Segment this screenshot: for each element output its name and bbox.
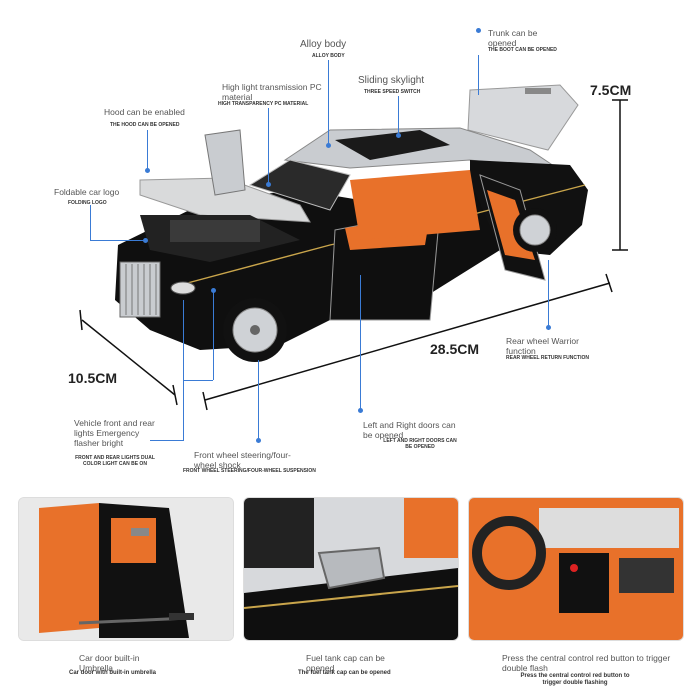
callout-hline-lights bbox=[150, 440, 184, 441]
grille bbox=[119, 261, 161, 318]
fuel-cap-detail-image bbox=[244, 498, 458, 640]
callout-dot-logo bbox=[143, 238, 148, 243]
callout-line-rearwheel bbox=[548, 260, 549, 330]
panel-flash-sub: Press the central control red button to … bbox=[520, 673, 630, 686]
callout-dot-alloy bbox=[326, 143, 331, 148]
doors-sub: LEFT AND RIGHT DOORS CAN BE OPENED bbox=[383, 438, 457, 450]
trunk-sub: THE BOOT CAN BE OPENED bbox=[488, 47, 557, 53]
rear-wheel-sub: REAR WHEEL RETURN FUNCTION bbox=[506, 355, 589, 361]
width-dimension: 10.5CM bbox=[68, 370, 118, 386]
panel-fuel-caption: Fuel tank cap can be opened bbox=[306, 653, 385, 673]
panel-fuel-cap bbox=[243, 497, 459, 641]
trunk-label: Trunk can be opened bbox=[488, 28, 538, 48]
callout-dot-hood bbox=[145, 168, 150, 173]
panel-double-flash bbox=[468, 497, 684, 641]
callout-dot-frontwheel bbox=[256, 438, 261, 443]
trunk-lid bbox=[467, 84, 579, 151]
hood-sub: THE HOOD CAN BE OPENED bbox=[110, 122, 180, 128]
callout-dot-skylight bbox=[396, 133, 401, 138]
height-dimension: 7.5CM bbox=[590, 82, 632, 98]
callout-hline-lights2 bbox=[183, 380, 213, 381]
callout-line-frontwheel bbox=[258, 360, 259, 440]
transmission-label: High light transmission PC material bbox=[222, 82, 322, 102]
callout-line-transmission bbox=[268, 108, 269, 183]
panel-fuel-sub: The fuel tank cap can be opened bbox=[298, 670, 391, 676]
rear-wheel-label: Rear wheel Warrior function bbox=[506, 336, 579, 356]
callout-dot-doors bbox=[358, 408, 363, 413]
callout-line-skylight bbox=[398, 96, 399, 134]
hood-label: Hood can be enabled bbox=[104, 107, 185, 117]
callout-dot-transmission bbox=[266, 182, 271, 187]
callout-line-trunk bbox=[478, 55, 479, 95]
lights-label: Vehicle front and rear lights Emergency … bbox=[74, 418, 155, 448]
skylight-sub: THREE SPEED SWITCH bbox=[364, 89, 421, 95]
panel-umbrella-sub: Car door with built-in umbrella bbox=[69, 670, 156, 676]
callout-dot-rearwheel bbox=[546, 325, 551, 330]
headlight bbox=[170, 281, 196, 295]
umbrella-detail-image bbox=[19, 498, 233, 640]
callout-line-hood bbox=[147, 130, 148, 170]
front-door-open bbox=[204, 129, 246, 196]
panel-flash-caption: Press the central control red button to … bbox=[502, 653, 671, 673]
sunroof bbox=[335, 130, 450, 160]
skylight-label: Sliding skylight bbox=[358, 75, 425, 86]
panel-umbrella-caption: Car door built-in Umbrella bbox=[79, 653, 140, 673]
transmission-sub: HIGH TRANSPARENCY PC MATERIAL bbox=[218, 101, 309, 107]
alloy-body-label: Alloy body bbox=[300, 39, 347, 50]
trunk-handle bbox=[525, 88, 551, 94]
callout-line-alloy bbox=[328, 60, 329, 145]
panel-umbrella bbox=[18, 497, 234, 641]
callout-dot-lights bbox=[211, 288, 216, 293]
callout-line-lights2 bbox=[213, 290, 214, 380]
logo-label: Foldable car logo bbox=[54, 187, 120, 197]
logo-sub: FOLDING LOGO bbox=[68, 200, 107, 206]
callout-dot-trunk bbox=[476, 28, 481, 33]
front-wheel-sub: FRONT WHEEL STEERING/FOUR-WHEEL SUSPENSI… bbox=[183, 468, 316, 474]
double-flash-detail-image bbox=[469, 498, 683, 640]
alloy-body-sub: ALLOY BODY bbox=[312, 53, 345, 59]
callout-line-lights bbox=[183, 300, 184, 440]
length-dimension: 28.5CM bbox=[430, 341, 480, 357]
lights-sub: FRONT AND REAR LIGHTS DUAL COLOR LIGHT C… bbox=[75, 455, 155, 467]
front-wheel-label: Front wheel steering/four-wheel shock bbox=[194, 450, 291, 470]
engine bbox=[170, 220, 260, 242]
callout-line-logo bbox=[90, 205, 91, 240]
seats bbox=[350, 170, 480, 240]
callout-hline-logo bbox=[90, 240, 145, 241]
doors-label: Left and Right doors can be opened bbox=[363, 420, 456, 440]
callout-line-doors bbox=[360, 275, 361, 410]
windshield bbox=[248, 159, 351, 211]
